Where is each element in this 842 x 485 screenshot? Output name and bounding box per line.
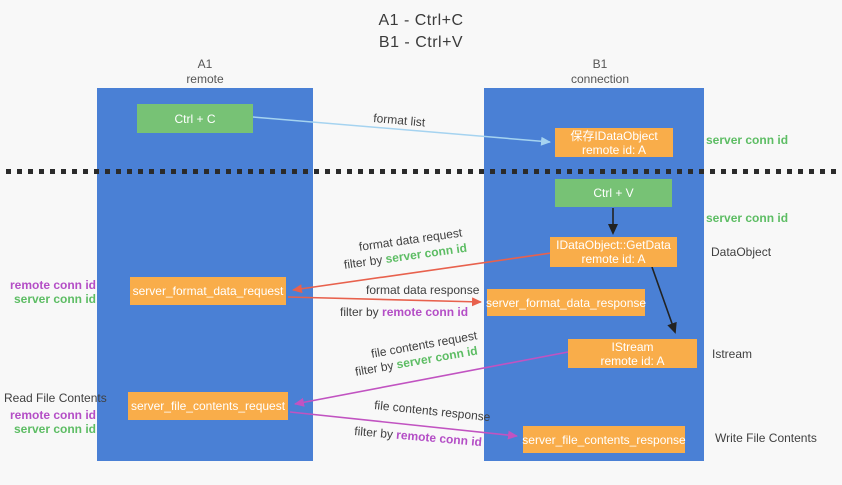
server-file-contents-request-box: server_file_contents_request <box>128 392 288 420</box>
filter-by-text: filter by <box>340 305 379 319</box>
save-idataobject-line2: remote id: A <box>581 142 647 157</box>
remote-conn-id-text: remote conn id <box>10 278 97 292</box>
server-file-contents-response-label: server_file_contents_response <box>522 432 686 447</box>
server-file-contents-request-label: server_file_contents_request <box>130 399 286 413</box>
idataobject-getdata-line2: remote id: A <box>581 252 646 266</box>
server-format-data-response-label: server_format_data_response <box>485 295 647 310</box>
format-data-response-label: format data response <box>366 283 480 297</box>
server-format-data-response-box: server_format_data_response <box>485 289 647 316</box>
save-idataobject-line1: 保存IDataObject <box>570 128 658 143</box>
dataobject-annotation: DataObject <box>711 245 772 259</box>
idataobject-getdata-box: IDataObject::GetData remote id: A <box>550 237 677 267</box>
left-column-subtitle: remote <box>186 72 224 86</box>
title-line-1: A1 - Ctrl+C <box>378 12 464 29</box>
istream-line2: remote id: A <box>600 353 665 368</box>
right-column-subtitle: connection <box>570 72 630 86</box>
istream-annotation: Istream <box>712 347 753 361</box>
format-response-filter-label: filter by remote conn id <box>340 305 468 319</box>
write-file-contents-annotation: Write File Contents <box>715 431 817 445</box>
server-file-contents-response-box: server_file_contents_response <box>522 426 686 453</box>
format-data-response-arrow <box>287 296 482 307</box>
right-column-header: B1 connection <box>545 57 655 87</box>
dotted-separator-line <box>6 169 842 174</box>
file-contents-response-arrow <box>289 411 518 440</box>
server-conn-id-annotation-mid: server conn id <box>706 211 789 225</box>
left-column-header: A1 remote <box>155 57 255 87</box>
file-contents-request-arrow <box>294 351 569 407</box>
left-column-name: A1 <box>197 57 213 71</box>
remote-conn-id-text: remote conn id <box>10 408 97 422</box>
read-file-contents-annotation: Read File Contents <box>4 391 107 405</box>
file-request-conn-ids: remote conn id server conn id <box>10 408 96 436</box>
idataobject-getdata-line1: IDataObject::GetData <box>556 238 671 252</box>
format-request-conn-ids: remote conn id server conn id <box>10 278 96 306</box>
ctrl-c-box: Ctrl + C <box>137 104 253 133</box>
server-conn-id-text: server conn id <box>13 292 96 306</box>
ctrl-c-label: Ctrl + C <box>174 111 216 126</box>
format-list-arrow <box>252 116 551 146</box>
remote-conn-id-text: remote conn id <box>382 305 469 319</box>
diagram-title: A1 - Ctrl+C B1 - Ctrl+V <box>0 10 842 54</box>
server-format-data-request-box: server_format_data_request <box>130 277 286 305</box>
save-idataobject-box: 保存IDataObject remote id: A <box>555 128 673 157</box>
server-conn-id-annotation-top: server conn id <box>706 133 789 147</box>
getdata-to-istream-arrow <box>651 266 677 334</box>
ctrl-v-box: Ctrl + V <box>555 179 672 207</box>
ctrl-v-label: Ctrl + V <box>593 186 634 200</box>
istream-box: IStream remote id: A <box>568 339 697 368</box>
server-format-data-request-label: server_format_data_request <box>132 284 284 298</box>
format-data-request-arrow <box>292 252 552 294</box>
istream-line1: IStream <box>611 339 654 354</box>
title-line-2: B1 - Ctrl+V <box>378 34 464 51</box>
right-column-name: B1 <box>592 57 608 71</box>
server-conn-id-text: server conn id <box>13 422 96 436</box>
